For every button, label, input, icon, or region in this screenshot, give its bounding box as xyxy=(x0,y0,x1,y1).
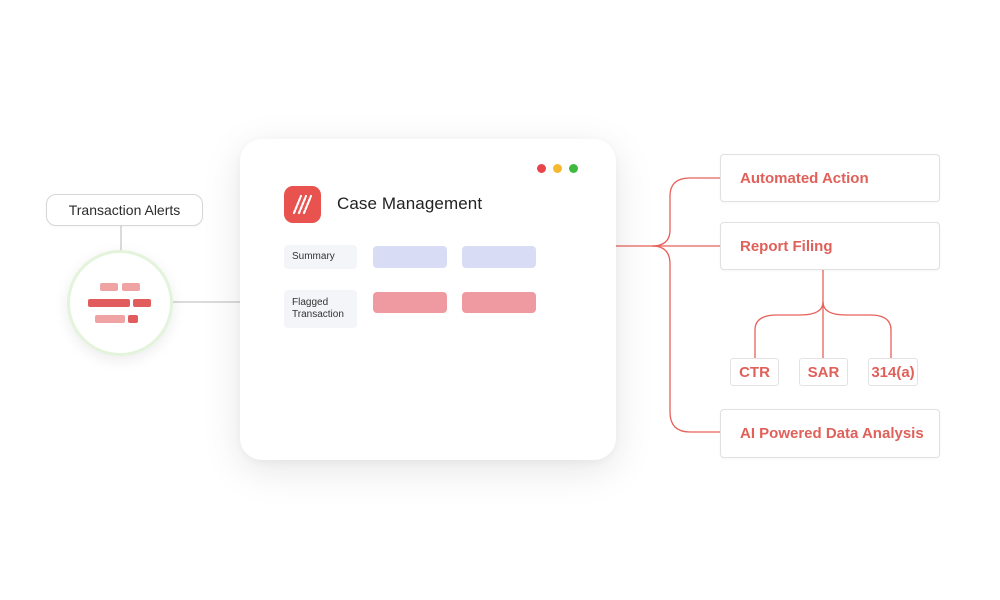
flagged-transaction-row-label: Flagged Transaction xyxy=(284,290,357,328)
summary-row-label: Summary xyxy=(284,245,357,269)
314a-tag: 314(a) xyxy=(868,358,918,386)
flagged-block xyxy=(462,292,536,313)
sar-label: SAR xyxy=(807,363,840,381)
summary-block xyxy=(462,246,536,268)
output-tree-lines xyxy=(616,177,892,433)
transaction-alerts-label: Transaction Alerts xyxy=(68,202,181,218)
alert-bar xyxy=(95,315,125,323)
ctr-tag: CTR xyxy=(730,358,779,386)
alert-bar xyxy=(88,299,130,307)
ai-analysis-box: AI Powered Data Analysis xyxy=(720,409,940,458)
alert-bar xyxy=(128,315,138,323)
window-close-dot[interactable] xyxy=(537,164,546,173)
report-filing-label: Report Filing xyxy=(740,237,833,255)
window-maximize-dot[interactable] xyxy=(569,164,578,173)
flagged-label-line: Flagged xyxy=(292,297,329,308)
flagged-label-line: Transaction xyxy=(292,309,344,320)
automated-action-label: Automated Action xyxy=(740,169,869,187)
window-minimize-dot[interactable] xyxy=(553,164,562,173)
automated-action-box: Automated Action xyxy=(720,154,940,202)
slash-hatch-logo-icon xyxy=(284,186,321,223)
flagged-block xyxy=(373,292,447,313)
alert-bar xyxy=(100,283,118,291)
314a-label: 314(a) xyxy=(871,363,915,381)
ai-analysis-label: AI Powered Data Analysis xyxy=(740,425,924,442)
transaction-alerts-pill: Transaction Alerts xyxy=(46,194,203,226)
summary-label-text: Summary xyxy=(292,251,335,262)
alert-bar xyxy=(133,299,151,307)
ctr-label: CTR xyxy=(739,363,770,381)
summary-block xyxy=(373,246,447,268)
alert-icon-circle xyxy=(67,250,173,356)
case-management-title: Case Management xyxy=(337,194,483,213)
sar-tag: SAR xyxy=(799,358,848,386)
alert-bar xyxy=(122,283,140,291)
case-management-card: Case Management Summary Flagged Transact… xyxy=(240,139,616,460)
report-filing-box: Report Filing xyxy=(720,222,940,270)
